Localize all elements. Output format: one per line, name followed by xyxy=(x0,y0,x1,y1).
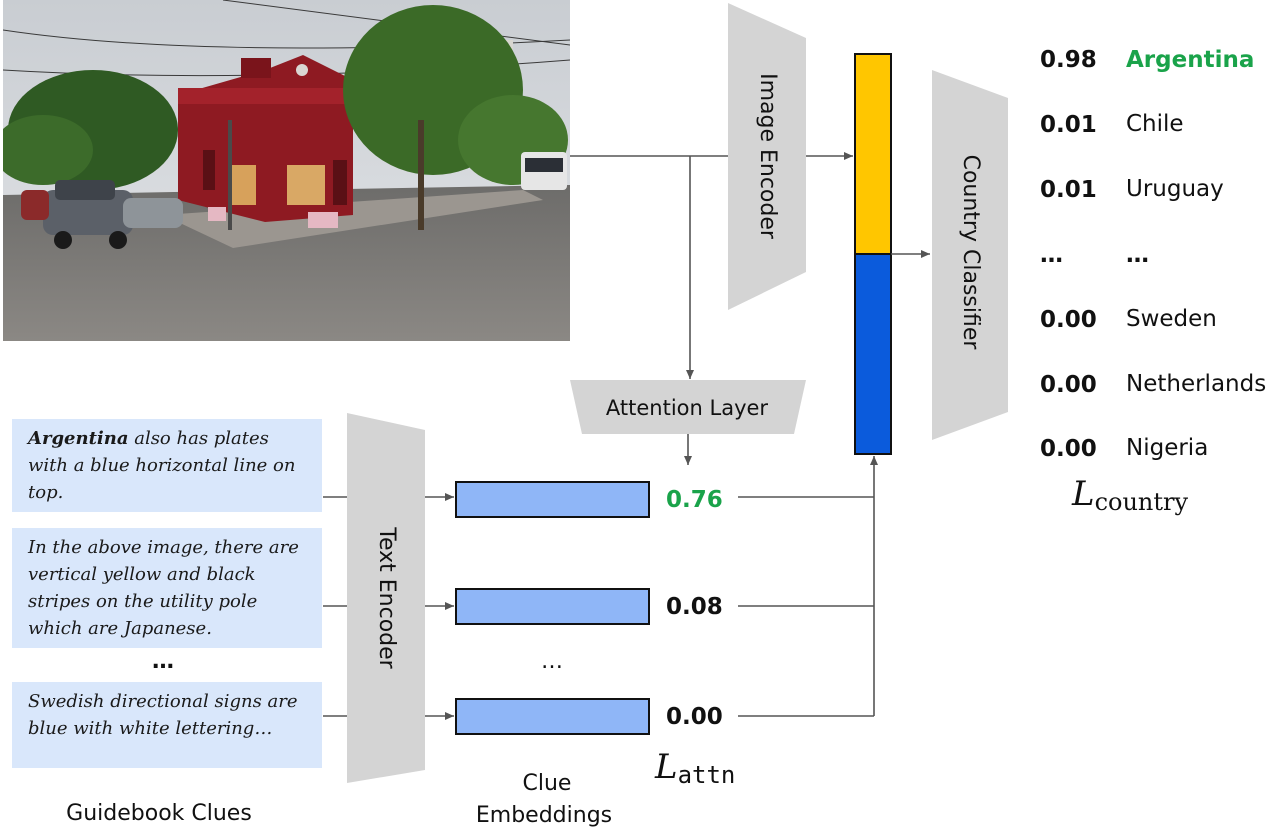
clue-embedding-1 xyxy=(455,481,650,518)
clue-feature-bar xyxy=(854,253,892,455)
clue-embedding-3 xyxy=(455,698,650,735)
image-encoder-block xyxy=(728,3,806,310)
prediction-list: 0.98 Argentina 0.01 Chile 0.01 Uruguay …… xyxy=(1040,47,1266,462)
clue-ellipsis: … xyxy=(152,649,174,674)
clue-text: Swedish directional signs are blue with … xyxy=(28,691,298,739)
prediction-country: … xyxy=(1126,242,1149,268)
street-view-photo xyxy=(3,0,570,341)
loss-attn: Lattn xyxy=(654,747,735,789)
attention-score-1: 0.76 xyxy=(666,487,723,513)
prediction-country-top: Argentina xyxy=(1126,47,1254,73)
embedding-ellipsis: … xyxy=(541,649,563,674)
loss-country: Lcountry xyxy=(1071,474,1189,516)
guidebook-clues-label: Guidebook Clues xyxy=(66,801,252,826)
prediction-country: Nigeria xyxy=(1126,435,1208,461)
prediction-score: 0.01 xyxy=(1040,112,1097,138)
attention-layer-label: Attention Layer xyxy=(606,396,769,420)
prediction-country: Sweden xyxy=(1126,306,1217,332)
image-feature-bar xyxy=(854,53,892,255)
guidebook-clue: In the above image, there are vertical y… xyxy=(12,528,322,648)
prediction-country: Netherlands xyxy=(1126,371,1266,397)
text-encoder-block xyxy=(347,413,425,783)
prediction-country: Uruguay xyxy=(1126,176,1224,202)
attention-layer-block xyxy=(570,380,806,434)
clue-embeddings-label-line2: Embeddings xyxy=(476,803,612,828)
prediction-score: … xyxy=(1040,242,1063,268)
attention-score-2: 0.08 xyxy=(666,594,723,620)
loss-attn-sub: attn xyxy=(678,761,736,789)
country-classifier-label: Country Classifier xyxy=(958,155,983,351)
clue-embedding-2 xyxy=(455,588,650,625)
loss-country-sub: country xyxy=(1095,488,1189,516)
image-encoder-label: Image Encoder xyxy=(755,73,780,240)
clue-embeddings-label-line1: Clue xyxy=(523,771,572,796)
loss-attn-main: L xyxy=(654,747,678,787)
guidebook-clue: Swedish directional signs are blue with … xyxy=(12,682,322,768)
guidebook-clue: Argentina also has plates with a blue ho… xyxy=(12,419,322,512)
clue-text: In the above image, there are vertical y… xyxy=(28,537,299,639)
prediction-score: 0.98 xyxy=(1040,47,1097,73)
prediction-score: 0.00 xyxy=(1040,372,1097,398)
prediction-country: Chile xyxy=(1126,111,1184,137)
clue-text: also has plates with a blue horizontal l… xyxy=(28,428,296,503)
prediction-score: 0.00 xyxy=(1040,436,1097,462)
attention-score-3: 0.00 xyxy=(666,704,723,730)
prediction-score: 0.00 xyxy=(1040,307,1097,333)
country-classifier-block xyxy=(932,70,1008,440)
clue-country-bold: Argentina xyxy=(28,428,129,449)
prediction-score: 0.01 xyxy=(1040,177,1097,203)
text-encoder-label: Text Encoder xyxy=(374,526,399,669)
loss-country-main: L xyxy=(1071,474,1095,514)
